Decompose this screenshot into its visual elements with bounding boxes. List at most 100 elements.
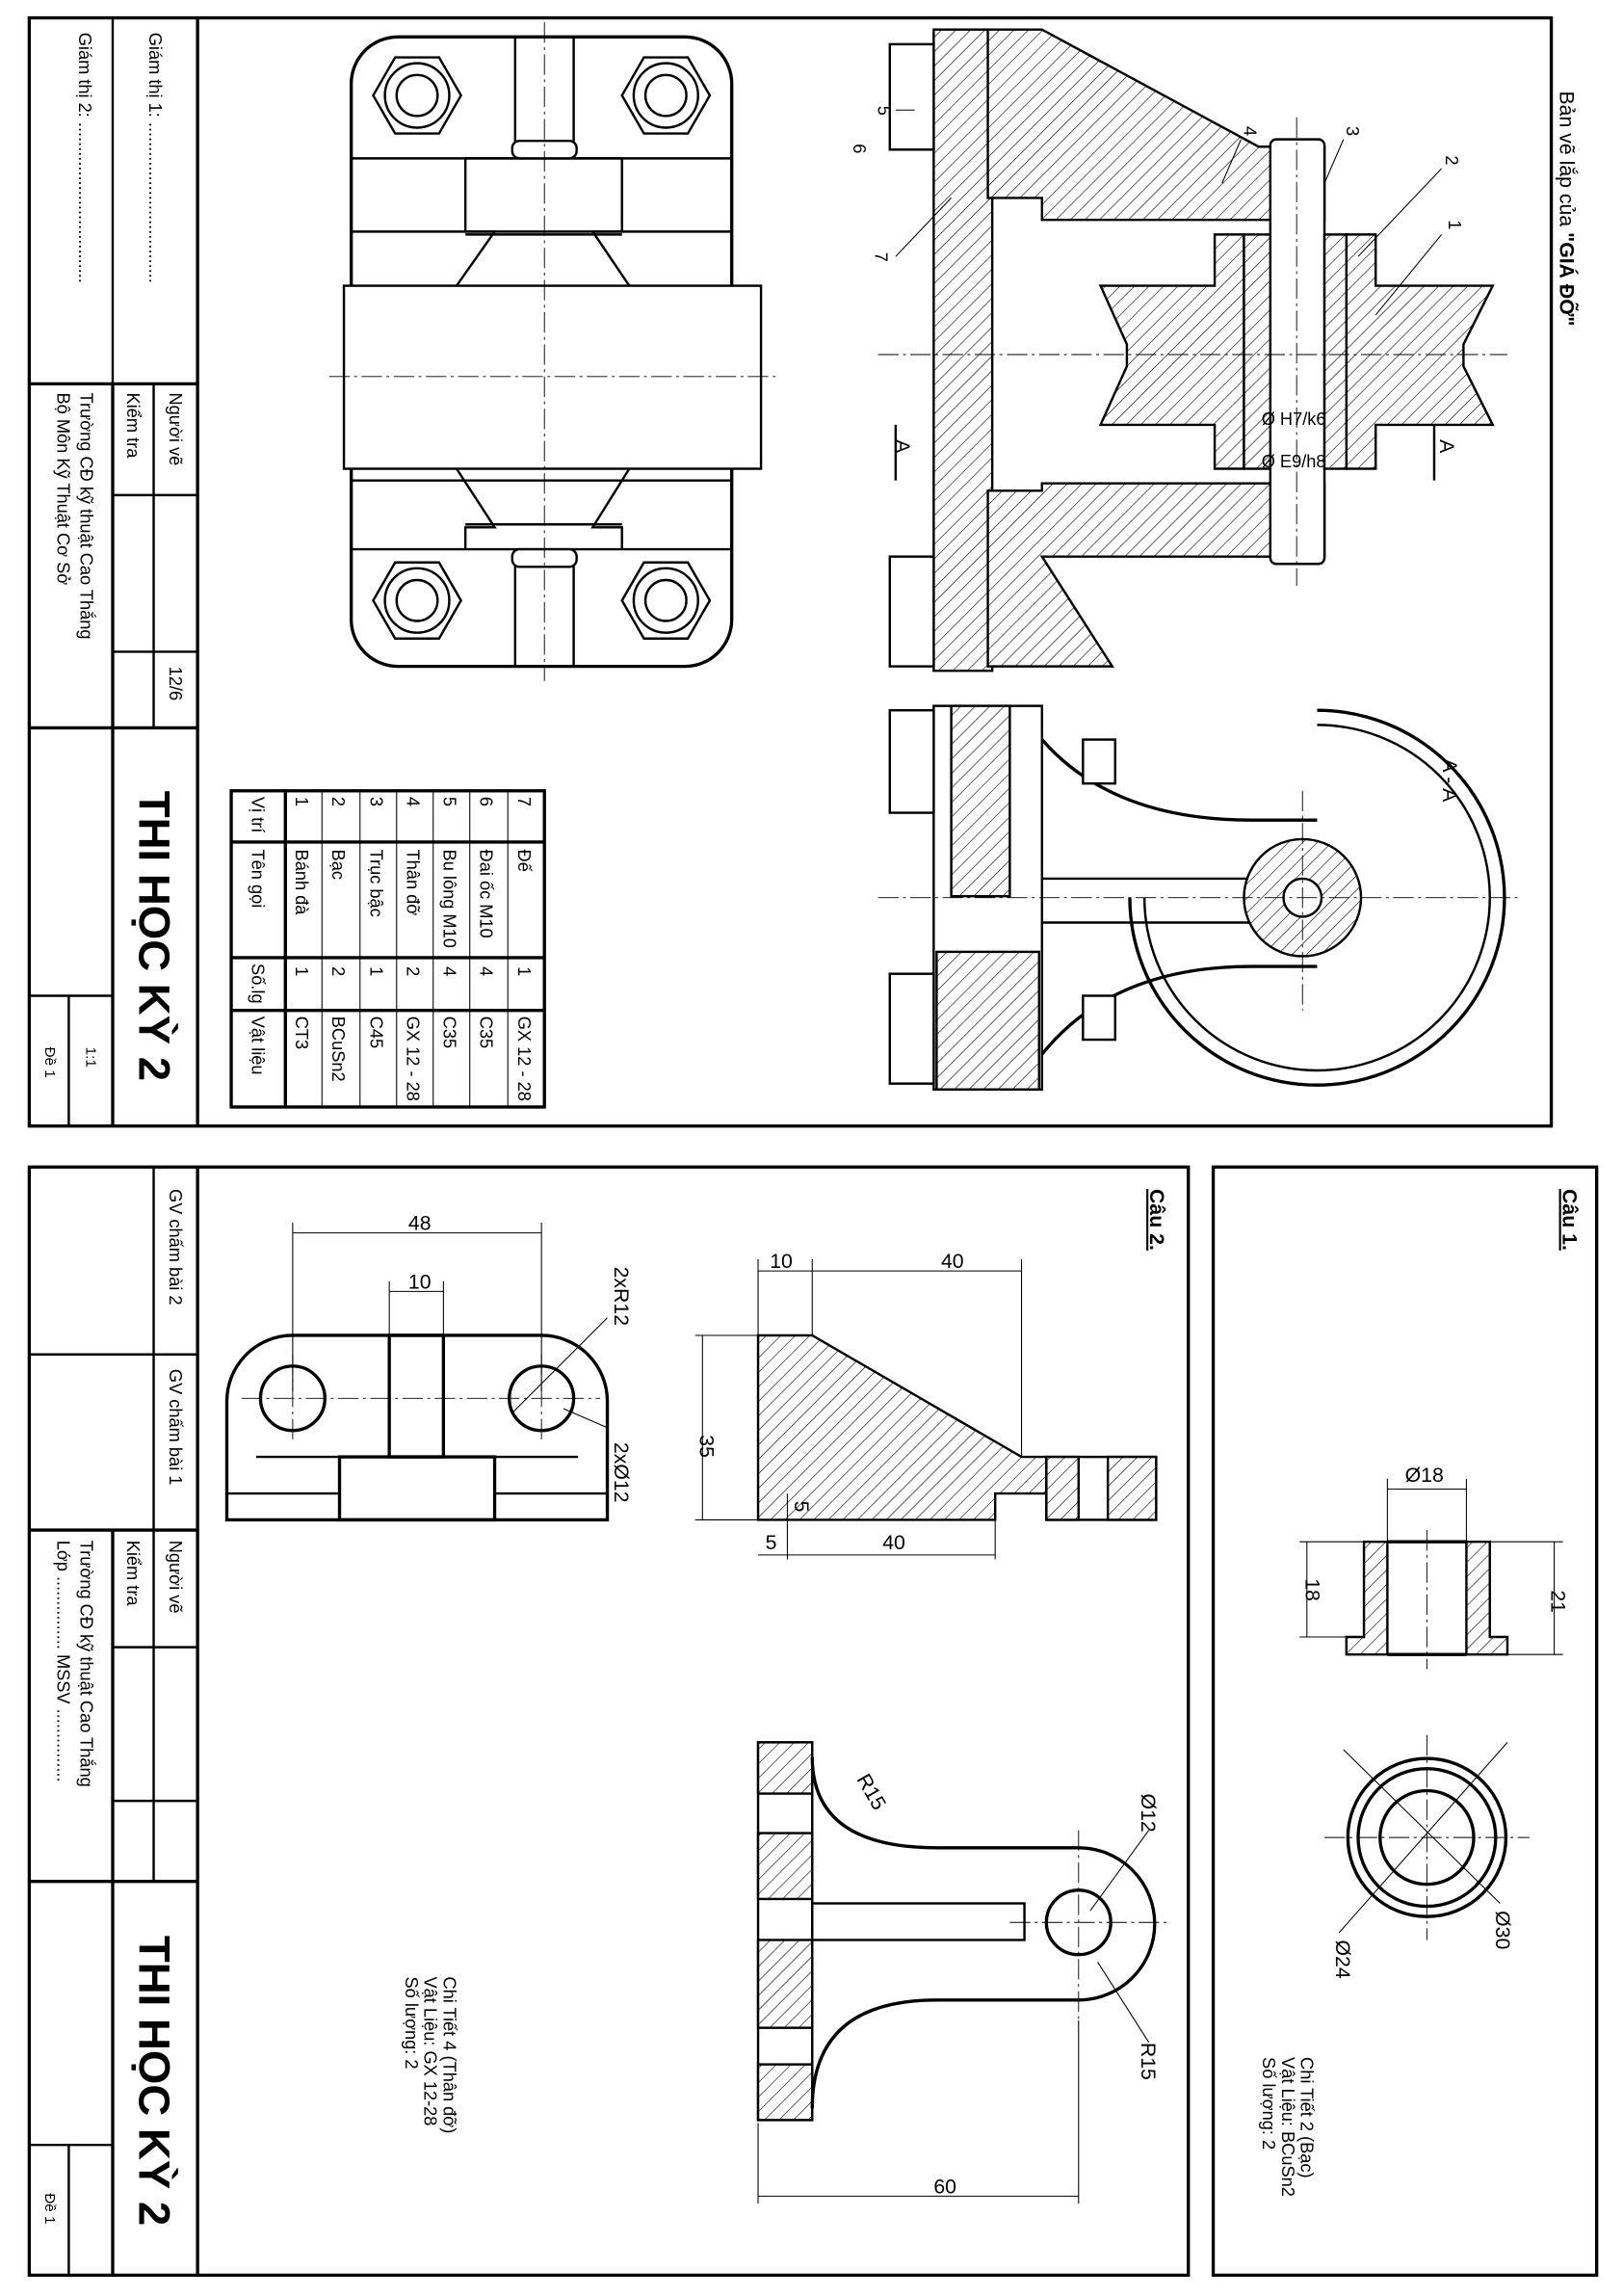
part-2-notes: Chi Tiết 2 (Bạc) Vật Liệu: BCuSn2 Số lượ… — [1259, 2057, 1318, 2197]
exam-code: Đề 1 — [41, 1047, 58, 1078]
cell-quantity: 2 — [328, 966, 349, 976]
dim-rib: 10 — [408, 1270, 432, 1293]
cell-quantity: 1 — [292, 966, 312, 976]
part-4-top-view: R15 Ø12 R15 60 — [756, 1741, 1171, 2204]
question-1-sheet: Câu 1. Ø18 18 21 Ø24 Ø30 Chi Tiết 2 (Bạc… — [1211, 1165, 1599, 2278]
checked-by-label: Kiểm tra — [123, 1541, 144, 1607]
dim-outer: Ø24 — [1331, 1940, 1354, 1978]
cell-quantity: 1 — [366, 966, 386, 976]
hex-nut-icon — [372, 561, 463, 640]
question-2-border — [27, 1165, 1191, 2278]
part-label-6: 6 — [850, 144, 870, 153]
dim-width: 48 — [408, 1212, 432, 1235]
cell-material: CT3 — [292, 1016, 312, 1049]
part-label-2: 2 — [1442, 155, 1462, 165]
hex-nut-icon — [620, 56, 712, 135]
dim-step-b: 5 — [766, 1531, 777, 1554]
top-sheet: Bản vẽ lắp của "GIÁ ĐỠ" Giám thị 1: ....… — [27, 15, 1580, 1128]
scale-value: 1:1 — [83, 1047, 99, 1068]
part-number-labels: 1 2 3 4 5 6 7 — [850, 106, 1465, 316]
part-label-5: 5 — [875, 106, 895, 116]
drawn-by-label: Người vẽ — [166, 1541, 186, 1614]
assembly-section-view: Ø H7/k6 Ø E9/h8 A A 1 2 3 4 5 6 7 — [850, 28, 1507, 673]
cell-material: C35 — [476, 1016, 496, 1048]
header-name: Tên gọi — [248, 850, 268, 909]
sheet-title: Bản vẽ lắp của "GIÁ ĐỠ" — [1556, 92, 1580, 327]
proctor-2-field: Giám thị 2: ............................… — [75, 33, 95, 283]
dim-flange: Ø30 — [1491, 1911, 1514, 1949]
part-4-side-view: 10 40 35 5 5 40 — [694, 1250, 1158, 1560]
date-value: 12/6 — [166, 667, 186, 700]
drawn-by-label: Người vẽ — [166, 392, 186, 465]
note-quantity: Số lượng: 2 — [402, 1976, 422, 2069]
dim-height: 35 — [694, 1435, 718, 1458]
exam-title: THI HỌC KỲ 2 — [129, 791, 179, 1081]
department-name: Bộ Môn Kỹ Thuật Cơ Sở — [53, 392, 73, 585]
fit-label-e9h8: Ø E9/h8 — [1262, 451, 1326, 471]
cell-material: C35 — [439, 1016, 459, 1048]
part-4-notes: Chi Tiết 4 (Thân đỡ) Vật Liệu: GX 12-28 … — [402, 1976, 460, 2133]
dim-length: 60 — [933, 2175, 956, 2198]
note-material: Vật Liệu: BCuSn2 — [1278, 2057, 1298, 2197]
dim-plate: 10 — [770, 1250, 793, 1273]
header-material: Vật liệu — [248, 1016, 268, 1075]
hex-nut-icon — [372, 56, 463, 135]
header-quantity: Số.lg — [248, 963, 268, 1004]
grader-1-label: GV chấm bài 1 — [166, 1369, 186, 1486]
dim-holes: 2xØ12 — [610, 1442, 633, 1503]
school-name: Trường CĐ kỹ thuật Cao Thắng — [77, 1541, 97, 1787]
school-name: Trường CĐ kỹ thuật Cao Thắng — [77, 392, 97, 639]
grader-2-label: GV chấm bài 2 — [166, 1189, 186, 1306]
note-material: Vật Liệu: GX 12-28 — [421, 1976, 441, 2125]
assembly-plan-view — [328, 22, 776, 681]
question-2-sheet: GV chấm bài 2 GV chấm bài 1 Người vẽ Kiể… — [27, 1165, 1191, 2278]
hex-nut-icons — [372, 56, 712, 640]
exam-title: THI HỌC KỲ 2 — [129, 1936, 179, 2226]
cell-quantity: 4 — [439, 966, 459, 976]
part-label-1: 1 — [1445, 220, 1465, 229]
dim-arm: 40 — [941, 1250, 964, 1273]
cell-position: 6 — [476, 797, 496, 806]
cell-quantity: 2 — [403, 966, 423, 976]
cell-material: BCuSn2 — [328, 1016, 349, 1082]
cell-quantity: 1 — [514, 966, 535, 976]
title-block-bottom: GV chấm bài 2 GV chấm bài 1 Người vẽ Kiể… — [29, 1167, 199, 2276]
cell-position: 1 — [292, 797, 312, 806]
dim-step-a: 5 — [790, 1501, 813, 1513]
hex-nut-icon — [620, 561, 712, 640]
cell-position: 4 — [403, 797, 423, 806]
cell-name: Đế — [514, 850, 535, 872]
note-part: Chi Tiết 4 (Thân đỡ) — [439, 1976, 459, 2133]
fit-label-h7k6: Ø H7/k6 — [1262, 409, 1326, 429]
part-label-7: 7 — [872, 252, 892, 262]
dim-boss: R15 — [1137, 2043, 1160, 2080]
question-1-label: Câu 1. — [1558, 1189, 1582, 1251]
dim-bore: Ø18 — [1405, 1464, 1444, 1487]
part-label-4: 4 — [1240, 126, 1260, 136]
cell-name: Đai ốc M10 — [476, 850, 496, 938]
checked-by-label: Kiểm tra — [123, 392, 144, 459]
dim-bore: Ø12 — [1137, 1794, 1160, 1833]
cell-name: Bạc — [328, 850, 349, 880]
cell-quantity: 4 — [476, 966, 496, 976]
cell-position: 5 — [439, 797, 459, 806]
question-2-label: Câu 2. — [1145, 1189, 1168, 1251]
note-quantity: Số lượng: 2 — [1259, 2057, 1279, 2150]
cell-name: Bu lông M10 — [439, 850, 459, 948]
note-part: Chi Tiết 2 (Bạc) — [1297, 2057, 1318, 2178]
cell-position: 2 — [328, 797, 349, 806]
cell-name: Thân đỡ — [403, 850, 423, 916]
cell-material: GX 12 - 28 — [514, 1016, 535, 1101]
part-label-3: 3 — [1343, 126, 1363, 136]
top-sheet-border — [27, 15, 1554, 1128]
dim-base: 40 — [882, 1531, 905, 1554]
proctor-1-field: Giám thị 1: ............................… — [145, 33, 166, 283]
